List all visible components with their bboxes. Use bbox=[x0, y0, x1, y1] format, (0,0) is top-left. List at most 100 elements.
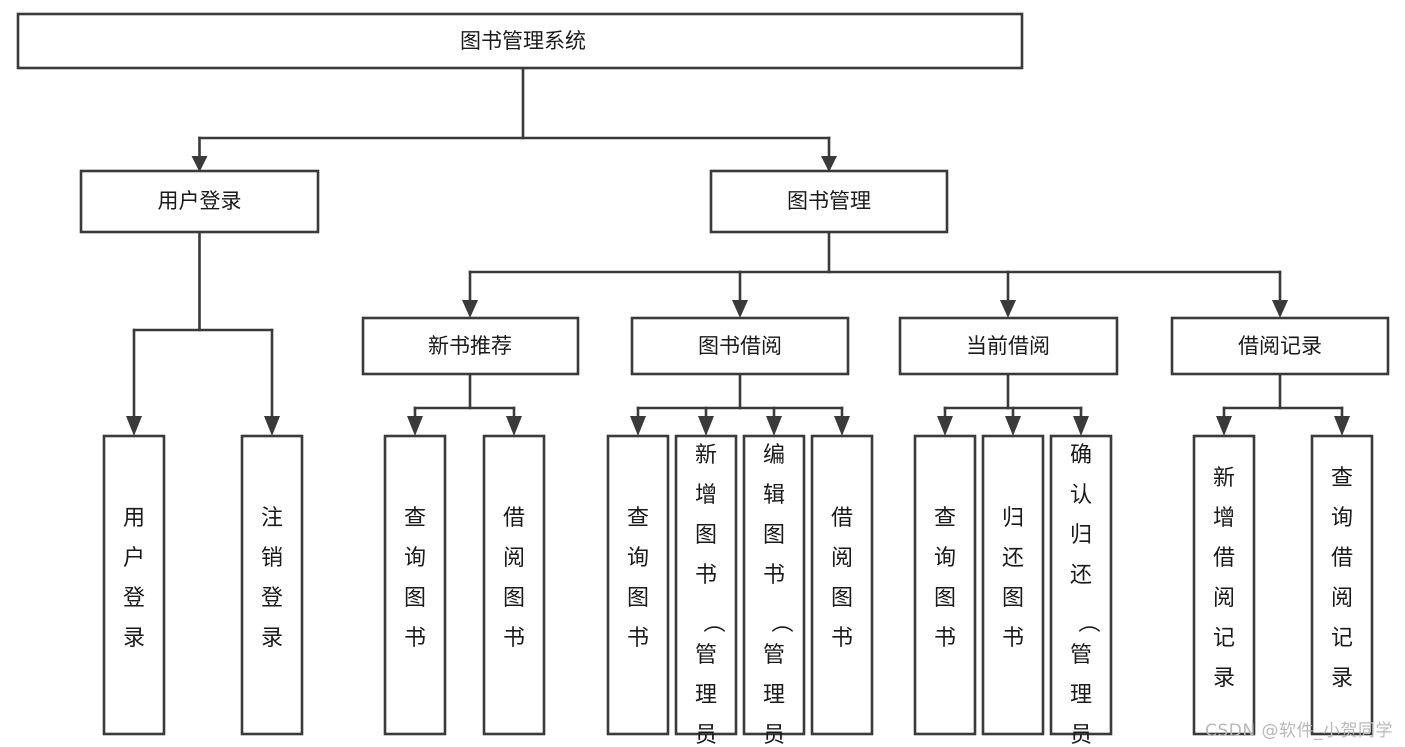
node-leaf-query-book-3-box[interactable] bbox=[913, 434, 977, 736]
node-book-management[interactable]: 图书管理 bbox=[709, 169, 949, 234]
svg-text:登: 登 bbox=[123, 586, 145, 611]
svg-text:借: 借 bbox=[831, 506, 853, 531]
arrowhead-leaf-user-login bbox=[126, 416, 142, 436]
svg-text:书: 书 bbox=[695, 563, 717, 588]
node-leaf-user-logout-box[interactable] bbox=[240, 434, 304, 736]
svg-text:询: 询 bbox=[934, 546, 956, 571]
node-leaf-borrow-book-1-box[interactable] bbox=[482, 434, 546, 736]
svg-text:编: 编 bbox=[763, 443, 785, 468]
node-leaf-query-book-1-box[interactable] bbox=[383, 434, 447, 736]
svg-text:询: 询 bbox=[1331, 506, 1353, 531]
svg-text:借: 借 bbox=[1331, 546, 1353, 571]
svg-text:阅: 阅 bbox=[831, 546, 853, 571]
node-root-box[interactable] bbox=[16, 12, 1024, 70]
node-leaf-query-book-2-box[interactable] bbox=[606, 434, 670, 736]
svg-text:管: 管 bbox=[695, 643, 717, 668]
node-current-borrow-box[interactable] bbox=[898, 316, 1119, 376]
node-user-login-label: 用户登录 bbox=[158, 189, 242, 213]
arrowhead-leaf-confirm-return bbox=[1073, 416, 1089, 436]
svg-text:归: 归 bbox=[1070, 523, 1092, 548]
arrowhead-book-management bbox=[821, 156, 837, 172]
node-leaf-query-record-box[interactable] bbox=[1310, 434, 1374, 736]
node-book-management-box[interactable] bbox=[709, 169, 949, 234]
svg-text:理: 理 bbox=[763, 683, 785, 708]
node-leaf-confirm-return-box[interactable] bbox=[1049, 434, 1113, 736]
node-root[interactable]: 图书管理系统 bbox=[16, 12, 1024, 70]
node-leaf-return-book-box[interactable] bbox=[981, 434, 1045, 736]
node-leaf-edit-book-box[interactable] bbox=[742, 434, 806, 736]
node-leaf-user-login-box[interactable] bbox=[102, 434, 166, 736]
svg-text:图: 图 bbox=[831, 586, 853, 611]
svg-text:书: 书 bbox=[1002, 626, 1024, 651]
node-leaf-add-record-box[interactable] bbox=[1192, 434, 1256, 736]
node-new-book-recommend-box[interactable] bbox=[361, 316, 580, 376]
svg-text:员: 员 bbox=[695, 723, 717, 747]
svg-text:辑: 辑 bbox=[763, 483, 785, 508]
node-leaf-borrow-book-2-box[interactable] bbox=[810, 434, 874, 736]
svg-text:图: 图 bbox=[503, 586, 525, 611]
node-borrow-record[interactable]: 借阅记录 bbox=[1170, 316, 1390, 376]
svg-text:图: 图 bbox=[404, 586, 426, 611]
svg-text:确: 确 bbox=[1070, 443, 1092, 468]
node-new-book-recommend[interactable]: 新书推荐 bbox=[361, 316, 580, 376]
node-user-login-box[interactable] bbox=[79, 169, 320, 234]
svg-text:查: 查 bbox=[404, 506, 426, 531]
svg-text:录: 录 bbox=[123, 626, 145, 651]
svg-text:还: 还 bbox=[1070, 563, 1092, 588]
svg-text:图: 图 bbox=[627, 586, 649, 611]
svg-text:（: （ bbox=[1075, 611, 1100, 633]
node-user-login[interactable]: 用户登录 bbox=[79, 169, 320, 234]
svg-text:管: 管 bbox=[1070, 643, 1092, 668]
svg-text:注: 注 bbox=[261, 506, 283, 531]
arrowhead-leaf-query-book-1 bbox=[407, 416, 423, 436]
svg-text:查: 查 bbox=[627, 506, 649, 531]
csdn-watermark: CSDN @软件_小贺同学 bbox=[1205, 721, 1393, 741]
node-leaf-user-login[interactable]: 用户登录 bbox=[102, 434, 166, 736]
svg-text:增: 增 bbox=[1213, 506, 1235, 531]
node-current-borrow[interactable]: 当前借阅 bbox=[898, 316, 1119, 376]
svg-text:员: 员 bbox=[763, 723, 785, 747]
arrowhead-leaf-borrow-book-1 bbox=[506, 416, 522, 436]
svg-text:登: 登 bbox=[261, 586, 283, 611]
svg-text:阅: 阅 bbox=[1331, 586, 1353, 611]
arrowhead-leaf-add-record bbox=[1216, 416, 1232, 436]
svg-text:询: 询 bbox=[404, 546, 426, 571]
svg-text:询: 询 bbox=[627, 546, 649, 571]
svg-text:书: 书 bbox=[831, 626, 853, 651]
node-current-borrow-label: 当前借阅 bbox=[966, 334, 1050, 358]
node-borrow-record-box[interactable] bbox=[1170, 316, 1390, 376]
node-leaf-add-book-box[interactable] bbox=[674, 434, 738, 736]
svg-text:录: 录 bbox=[1331, 666, 1353, 691]
svg-text:用: 用 bbox=[123, 506, 145, 531]
svg-text:理: 理 bbox=[1070, 683, 1092, 708]
svg-text:理: 理 bbox=[695, 683, 717, 708]
svg-text:还: 还 bbox=[1002, 546, 1024, 571]
svg-text:认: 认 bbox=[1070, 483, 1092, 508]
node-book-borrow-box[interactable] bbox=[630, 316, 850, 376]
svg-text:录: 录 bbox=[261, 626, 283, 651]
node-book-borrow[interactable]: 图书借阅 bbox=[630, 316, 850, 376]
arrowhead-book-borrow bbox=[732, 300, 748, 318]
